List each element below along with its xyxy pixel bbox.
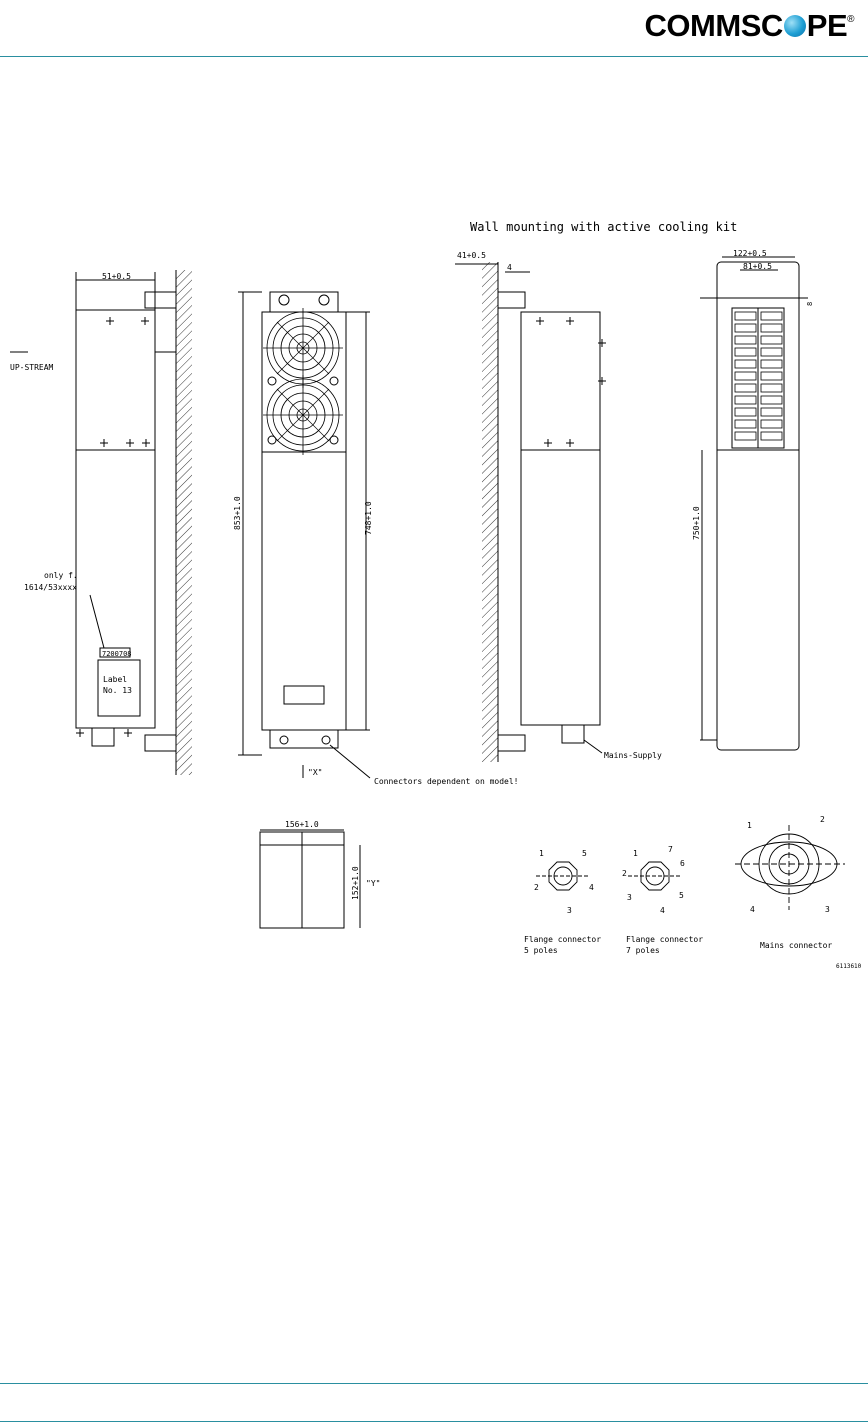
x-marker: "X" — [308, 768, 322, 777]
vent-slot — [760, 371, 783, 381]
front-view — [238, 291, 371, 779]
only-for-label-2: 1614/53xxxx — [24, 583, 77, 592]
flange7-pin-6: 6 — [680, 859, 685, 868]
upstream-label: UP-STREAM — [10, 363, 54, 372]
footer-rule-top — [0, 1383, 868, 1384]
vent-slot — [734, 383, 757, 393]
flange5-label-1: Flange connector — [524, 935, 601, 944]
dim-d2: 41+0.5 — [457, 251, 486, 260]
connector-pin-labels: 1 2 3 4 5 1 2 3 4 5 67 1 2 3 4 — [534, 815, 830, 915]
vent-slot — [760, 359, 783, 369]
flange5-pin-1: 1 — [539, 849, 544, 858]
dim-h3: 750+1.0 — [692, 506, 701, 540]
mains-pin-3: 3 — [825, 905, 830, 914]
dim-d3: 4 — [507, 263, 512, 272]
mains-connector-label: Mains connector — [760, 941, 832, 950]
vent-slot — [760, 383, 783, 393]
flange5-label-2: 5 poles — [524, 946, 558, 955]
dim-w1: 156+1.0 — [285, 820, 319, 829]
label-text-1: Label — [103, 675, 127, 684]
mains-pin-2: 2 — [820, 815, 825, 824]
dim-h2: 748+1.0 — [364, 501, 373, 535]
front-screws — [267, 294, 339, 745]
vent-slot — [760, 347, 783, 357]
mains-pin-1: 1 — [747, 821, 752, 830]
mains-pin-4: 4 — [750, 905, 755, 914]
mains-supply-label: Mains-Supply — [604, 751, 662, 760]
vent-slot — [734, 371, 757, 381]
flange7-pin-7: 7 — [668, 845, 673, 854]
drawing-title: Wall mounting with active cooling kit — [470, 220, 737, 234]
fan-icons — [262, 307, 344, 456]
dim-d4: 122+0.5 — [733, 249, 767, 258]
flange-connector-7-icon — [628, 861, 682, 891]
flange-connector-5-icon — [536, 861, 590, 891]
flange7-pin-1: 1 — [633, 849, 638, 858]
mains-connector-icon — [735, 825, 845, 910]
dim-d6: 8 — [806, 302, 814, 306]
y-marker: "Y" — [366, 879, 380, 888]
flange5-pin-3: 3 — [567, 906, 572, 915]
flange7-pin-3: 3 — [627, 893, 632, 902]
vent-slot — [734, 359, 757, 369]
side-view-right-screws — [535, 316, 607, 448]
label-code: 7200708 — [102, 650, 132, 658]
dim-d1: 51+0.5 — [102, 272, 131, 281]
vent-slot — [734, 323, 757, 333]
bottom-view — [259, 829, 361, 929]
vent-slot — [760, 419, 783, 429]
vent-slot — [734, 395, 757, 405]
label-text-2: No. 13 — [103, 686, 132, 695]
vent-slot — [734, 431, 757, 441]
vent-slot — [760, 335, 783, 345]
flange5-pin-5: 5 — [582, 849, 587, 858]
vent-slot — [760, 311, 783, 321]
technical-drawing: Wall mounting with active cooling kit 51… — [10, 220, 862, 970]
dim-h4: 152+1.0 — [351, 866, 360, 900]
flange7-label-1: Flange connector — [626, 935, 703, 944]
vent-slot — [734, 347, 757, 357]
flange7-pin-5: 5 — [679, 891, 684, 900]
vent-slot — [760, 407, 783, 417]
flange5-pin-4: 4 — [589, 883, 594, 892]
flange7-label-2: 7 poles — [626, 946, 660, 955]
side-view-left-screws — [75, 316, 151, 738]
flange7-pin-2: 2 — [622, 869, 627, 878]
vent-slot — [760, 323, 783, 333]
vent-slot — [734, 407, 757, 417]
vent-slot — [734, 419, 757, 429]
header-rule — [0, 56, 868, 57]
vent-slot — [734, 311, 757, 321]
vent-slot — [760, 395, 783, 405]
flange5-pin-2: 2 — [534, 883, 539, 892]
drawing-id: 6113610 — [836, 963, 862, 970]
side-view-right — [455, 262, 603, 762]
logo-globe-icon — [783, 15, 806, 37]
vent-slot — [734, 335, 757, 345]
dim-d5: 81+0.5 — [743, 262, 772, 271]
rear-view — [700, 256, 808, 751]
flange7-pin-4: 4 — [660, 906, 665, 915]
only-for-label-1: only f. — [44, 571, 78, 580]
vent-slot — [760, 431, 783, 441]
dim-h1: 853+1.0 — [233, 496, 242, 530]
footer-rule-bottom — [0, 1421, 868, 1422]
connectors-note: Connectors dependent on model! — [374, 777, 519, 786]
rear-vent-slots — [734, 311, 783, 441]
side-view-left — [10, 270, 192, 775]
